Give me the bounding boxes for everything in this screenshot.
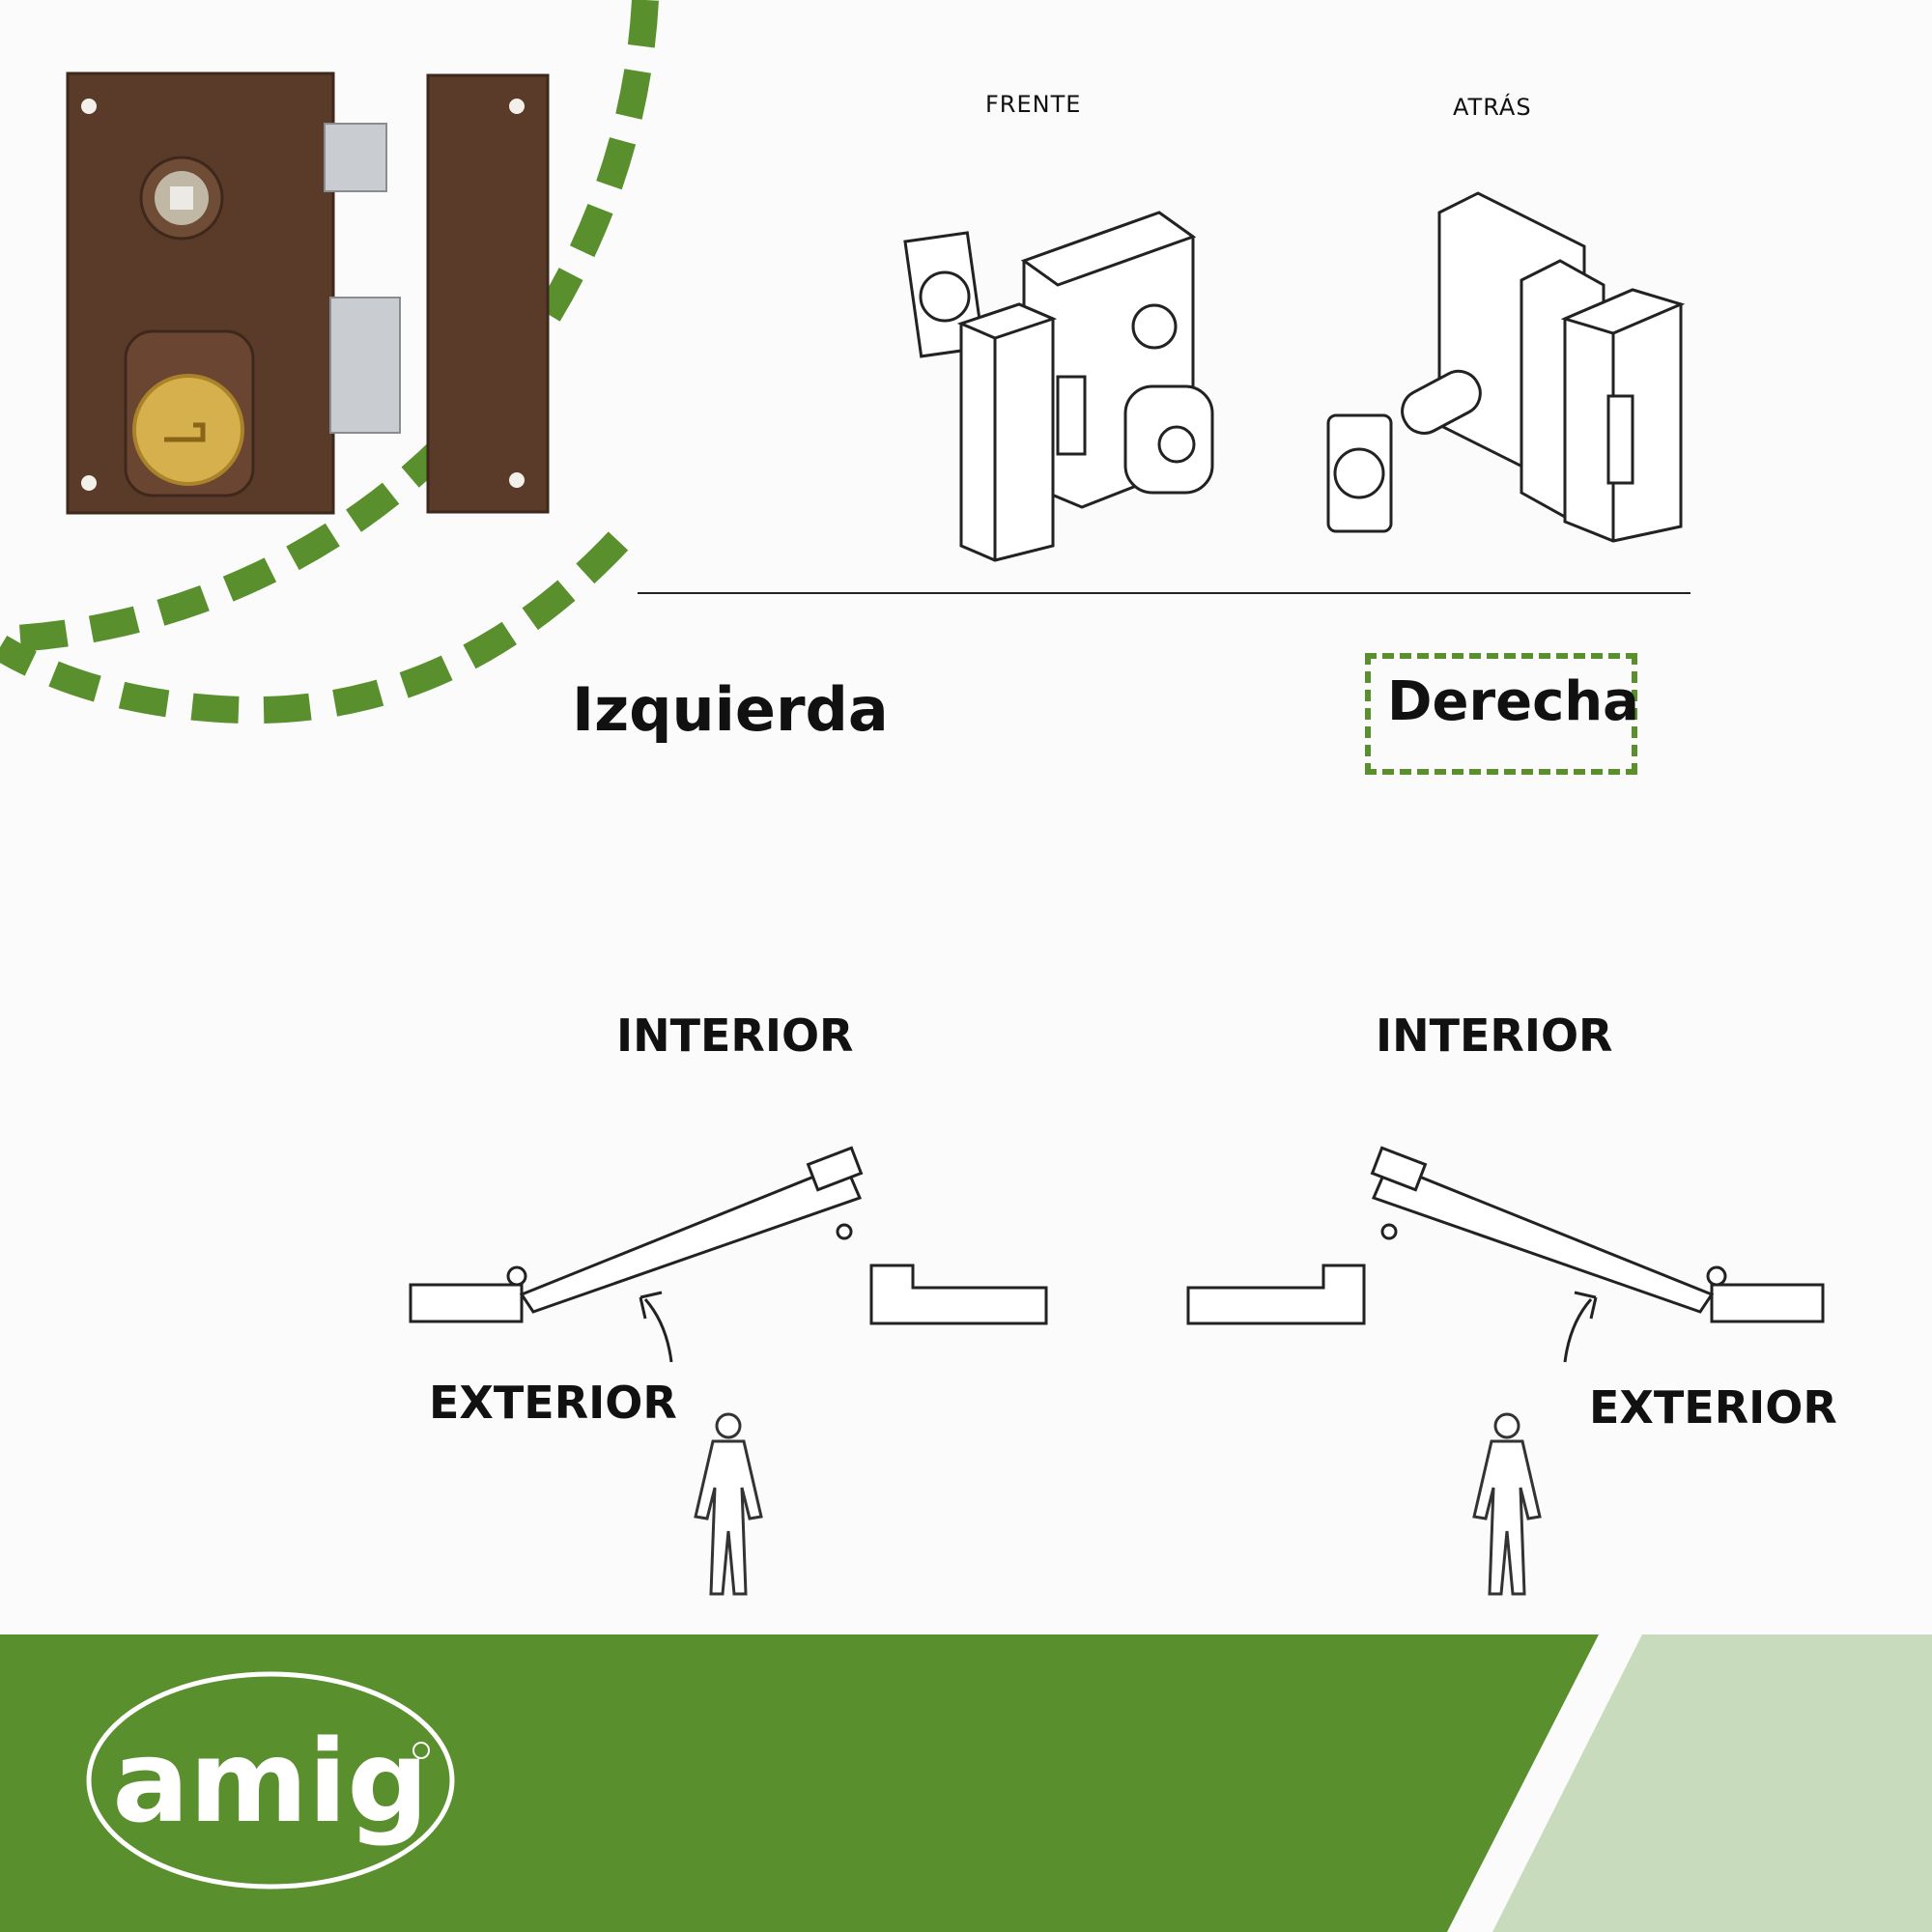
right-door-diagram <box>1186 1146 1825 1363</box>
right-door-hinge <box>1706 1265 1727 1287</box>
brand-logo: amig <box>86 1671 455 1889</box>
brand-logo-text: amig <box>112 1715 429 1848</box>
back-view-label: ATRÁS <box>1453 94 1532 121</box>
front-view-label: FRENTE <box>985 91 1082 118</box>
left-exterior-label: EXTERIOR <box>429 1377 677 1429</box>
front-view-drawing <box>903 211 1214 562</box>
left-door-lock <box>806 1146 864 1192</box>
dashed-arc-lower <box>0 531 629 724</box>
right-door-lock <box>1370 1146 1428 1192</box>
left-wall-segment <box>409 1283 524 1323</box>
footer-light-band <box>1492 1634 1932 1932</box>
dashed-arc <box>0 0 659 653</box>
right-door-panel <box>1371 1162 1715 1314</box>
right-arrow-icon <box>1563 1291 1598 1363</box>
right-wall-segment <box>1710 1283 1825 1323</box>
left-interior-label: INTERIOR <box>616 1009 854 1062</box>
right-door-key <box>1380 1223 1398 1240</box>
selected-hand-box <box>1365 653 1637 775</box>
right-wall-segment <box>869 1264 1048 1325</box>
left-door-key <box>836 1223 853 1240</box>
left-door-panel <box>519 1162 863 1314</box>
left-door-diagram <box>409 1146 1048 1363</box>
right-exterior-label: EXTERIOR <box>1589 1381 1837 1434</box>
back-view-drawing <box>1326 191 1686 543</box>
left-hand-title: Izquierda <box>572 674 889 745</box>
right-interior-label: INTERIOR <box>1376 1009 1613 1062</box>
left-person-icon <box>694 1412 763 1596</box>
left-door-hinge <box>506 1265 527 1287</box>
left-arrow-icon <box>639 1291 673 1363</box>
lock-photo <box>66 71 550 515</box>
left-wall-segment <box>1186 1264 1366 1325</box>
right-person-icon <box>1472 1412 1542 1596</box>
right-hand-title: Derecha <box>1387 670 1639 733</box>
